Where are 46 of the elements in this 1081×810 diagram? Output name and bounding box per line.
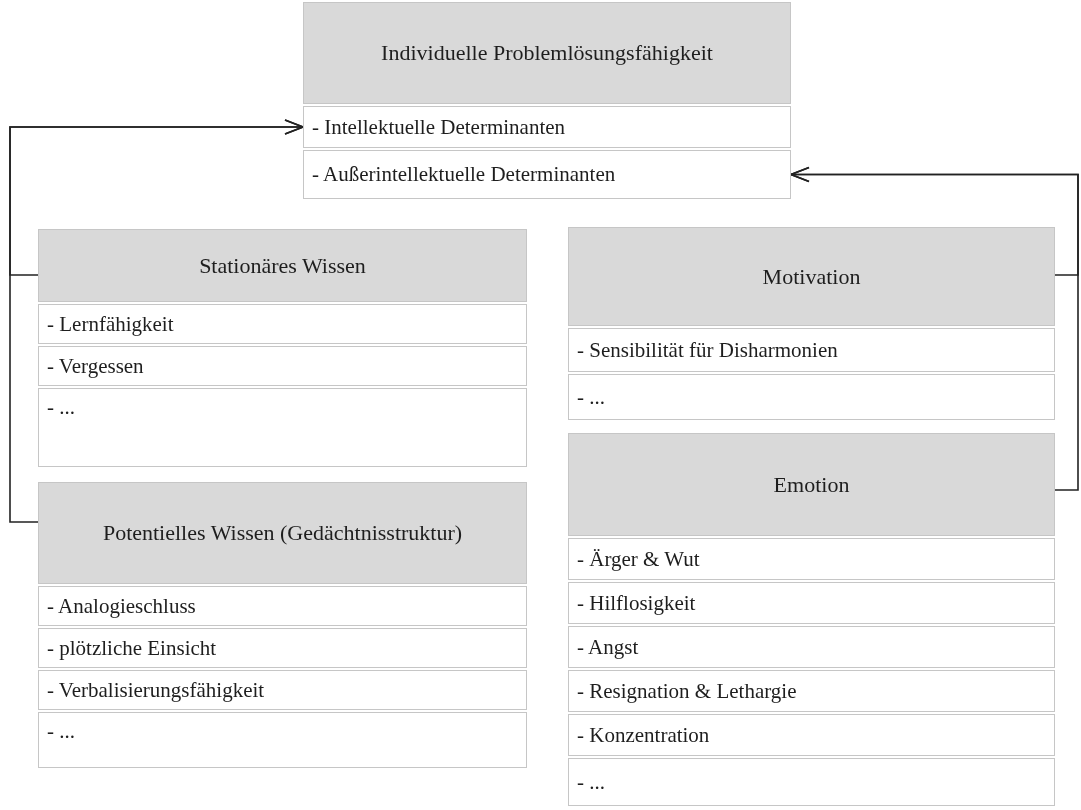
heading-text: Emotion [773,470,850,499]
header-box [38,482,527,584]
header-box [303,2,791,104]
list-row [568,670,1055,712]
list-row [568,582,1055,624]
header-box [38,229,527,302]
list-row [38,388,527,467]
item-text: - ... [577,769,605,795]
item-text: - Resignation & Lethargie [577,678,797,704]
heading-text: Potentielles Wissen (Gedächtnisstruktur) [102,519,463,548]
header-box [568,433,1055,536]
heading-text: Motivation [762,262,861,291]
list-row [303,106,791,148]
list-row [38,346,527,386]
item-text: - ... [47,719,75,744]
heading-text: Individuelle Problemlösungsfähigkeit [381,39,713,68]
arrow [790,166,1079,491]
item-text: - Konzentration [577,722,710,748]
list-row [38,304,527,344]
item-text: - plötzliche Einsicht [47,635,217,661]
arrow [9,119,304,523]
item-text: - Verbalisierungsfähigkeit [47,677,265,703]
list-row [38,628,527,668]
item-text: - Lernfähigkeit [47,311,174,337]
item-text: - Außerintellektuelle Determinanten [312,162,616,187]
list-row [568,626,1055,668]
item-text: - Ärger & Wut [577,546,700,572]
list-row [38,670,527,710]
item-text: - Analogieschluss [47,593,196,619]
header-box [568,227,1055,326]
list-row [38,712,527,768]
list-row [303,150,791,199]
list-row [568,758,1055,806]
list-row [568,714,1055,756]
heading-text: Stationäres Wissen [199,251,366,280]
item-text: - Hilflosigkeit [577,590,696,616]
item-text: - Angst [577,634,639,660]
item-text: - Intellektuelle Determinanten [312,114,566,140]
item-text: - Sensibilität für Disharmonien [577,337,838,363]
list-row [38,586,527,626]
list-row [568,374,1055,420]
list-row [568,328,1055,372]
item-text: - Vergessen [47,353,144,379]
item-text: - ... [577,384,605,410]
list-row [568,538,1055,580]
item-text: - ... [47,395,75,420]
